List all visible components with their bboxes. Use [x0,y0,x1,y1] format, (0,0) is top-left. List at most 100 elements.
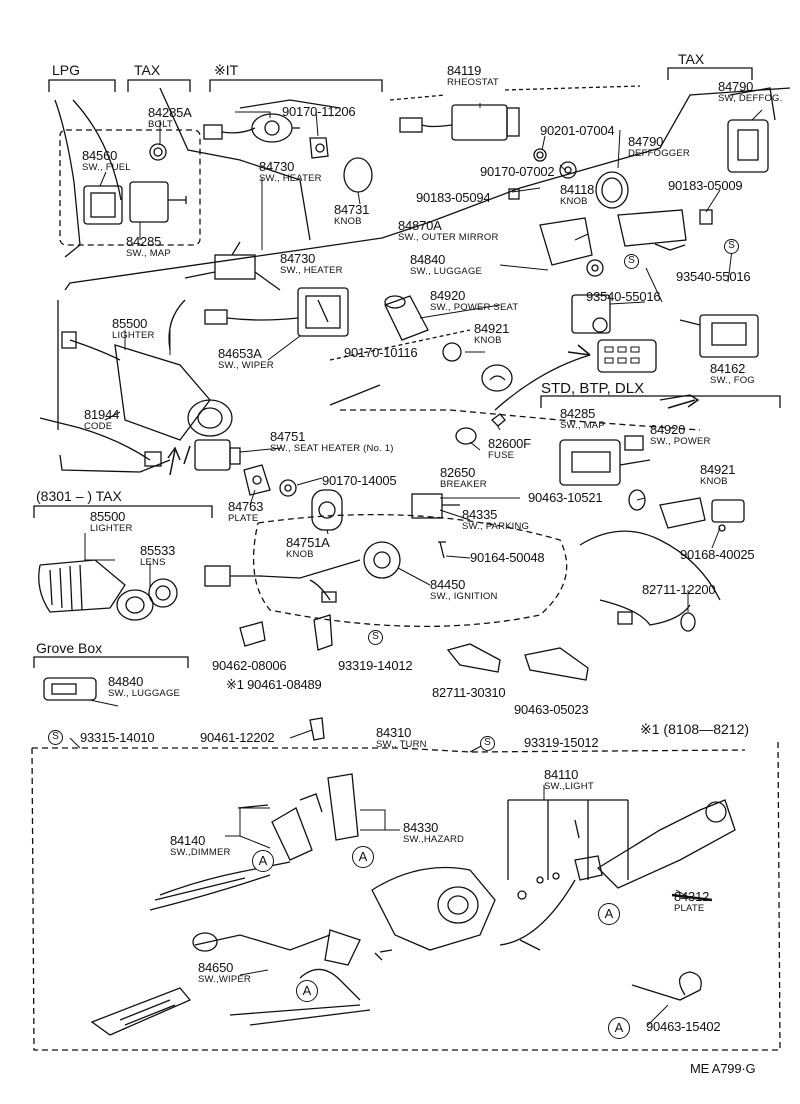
part-84285-b: 84285 [560,406,596,421]
part-84285-left: 84285 [126,234,162,249]
seat-heater-switch [194,439,343,531]
part-84162-desc: SW., FOG [710,375,755,386]
part-84312: 84312 [674,889,710,904]
marker-a-icon: A [352,846,374,868]
part-82650-desc: BREAKER [440,479,487,490]
part-84110: 84110 [544,767,579,782]
part-84310-desc: SW., TURN [376,739,427,750]
part-84650: 84650 [198,960,234,975]
marker-s-icon: S [480,736,495,751]
part-85500-b-desc: LIGHTER [90,523,133,534]
grove-box-switch [43,677,97,701]
marker-a-icon: A [598,903,620,925]
part-84730-a-desc: SW., HEATER [259,173,322,184]
lighter-assembly [39,299,233,467]
part-84751A: 84751A [286,535,330,550]
part-93319-15012: 93319-15012 [524,735,599,750]
part-84110-desc: SW.,LIGHT [544,781,594,792]
part-82600F-desc: FUSE [488,450,515,461]
part-84920-a: 84920 [430,288,466,303]
part-84335-desc: SW., PARKING [462,521,530,532]
part-90461-12202: 90461-12202 [200,730,275,745]
part-90463-05023: 90463-05023 [514,702,589,717]
dashed-frames [31,129,781,1051]
arrows [167,344,700,476]
part-84870A: 84870A [398,218,442,233]
part-82600F: 82600F [488,436,531,451]
marker-a-icon: A [608,1017,630,1039]
part-82711-30310: 82711-30310 [432,685,506,700]
marker-s-icon: S [48,730,63,745]
part-93319-14012: 93319-14012 [338,658,413,673]
part-84840-b-desc: SW., LUGGAGE [108,688,181,699]
part-85500-a: 85500 [112,316,148,331]
part-84763-desc: PLATE [228,513,259,524]
part-90461-08489: ※1 90461-08489 [226,677,322,692]
defogger-assembly [539,119,769,277]
part-84920-b-desc: SW., POWER [650,436,711,447]
part-84450: 84450 [430,577,466,592]
part-85500-b: 85500 [90,509,126,524]
part-93540-55016-a: 93540-55016 [676,269,751,284]
part-84285A: 84285A [148,105,192,120]
part-84840-b: 84840 [108,674,144,689]
light-switch [499,799,736,951]
part-84763: 84763 [228,499,264,514]
part-84310: 84310 [376,725,412,740]
part-84921-b: 84921 [700,462,736,477]
heater-switch-assembly [184,113,373,291]
combination-switch [90,717,496,1036]
rheostat [399,104,577,200]
part-84731-desc: KNOB [334,216,362,227]
clip-band [631,971,702,1001]
part-84285-left-desc: SW., MAP [126,248,171,259]
part-84790-b-desc: SW, DEFFOG. [718,93,783,104]
part-84118-desc: KNOB [560,196,588,207]
part-84730-b: 84730 [280,251,316,266]
part-84921-a: 84921 [474,321,510,336]
mounting-brackets [239,614,589,681]
ignition-parking [204,493,460,603]
fuse-breaker [455,354,591,445]
part-90183-05094: 90183-05094 [416,190,491,205]
part-84330: 84330 [403,820,439,835]
part-81944: 81944 [84,407,120,422]
header-grove-box: Grove Box [36,640,103,656]
part-84330-desc: SW.,HAZARD [403,834,465,845]
part-84751-desc: SW., SEAT HEATER (No. 1) [270,443,394,454]
part-84840-a: 84840 [410,252,446,267]
marker-a-icon: A [296,980,318,1002]
part-90463-15402: 90463-15402 [646,1019,721,1034]
harness-right [579,530,721,632]
leader-lines [69,103,763,1026]
part-93315-14010: 93315-14010 [80,730,155,745]
part-84730-b-desc: SW., HEATER [280,265,343,276]
part-84118: 84118 [560,182,595,197]
part-82711-12200: 82711-12200 [642,582,716,597]
header-std-btp-dlx: STD, BTP, DLX [541,380,645,397]
part-90463-10521: 90463-10521 [528,490,603,505]
part-84653A: 84653A [218,346,262,361]
header-tax-right: TAX [678,51,705,67]
wiper-switch [204,287,349,337]
part-84560-desc: SW., FUEL [82,162,131,173]
part-90168-40025: 90168-40025 [680,547,755,562]
part-84285A-desc: BOLT [148,119,173,130]
part-85533-desc: LENS [140,557,166,568]
part-84921-b-desc: KNOB [700,476,728,487]
part-90170-10116: 90170-10116 [344,345,418,360]
part-84119: 84119 [447,63,482,78]
part-90183-05009: 90183-05009 [668,178,743,193]
luggage-vent-area [571,294,759,373]
part-84653A-desc: SW., WIPER [218,360,274,371]
marker-s-icon: S [624,254,639,269]
part-84731: 84731 [334,202,370,217]
part-84920-a-desc: SW., POWER SEAT [430,302,519,313]
part-84140-desc: SW.,DIMMER [170,847,231,858]
part-84870A-desc: SW., OUTER MIRROR [398,232,499,243]
marker-s-icon: S [368,630,383,645]
part-84921-a-desc: KNOB [474,335,502,346]
marker-a-icon: A [252,850,274,872]
part-84790-b: 84790 [718,79,754,94]
